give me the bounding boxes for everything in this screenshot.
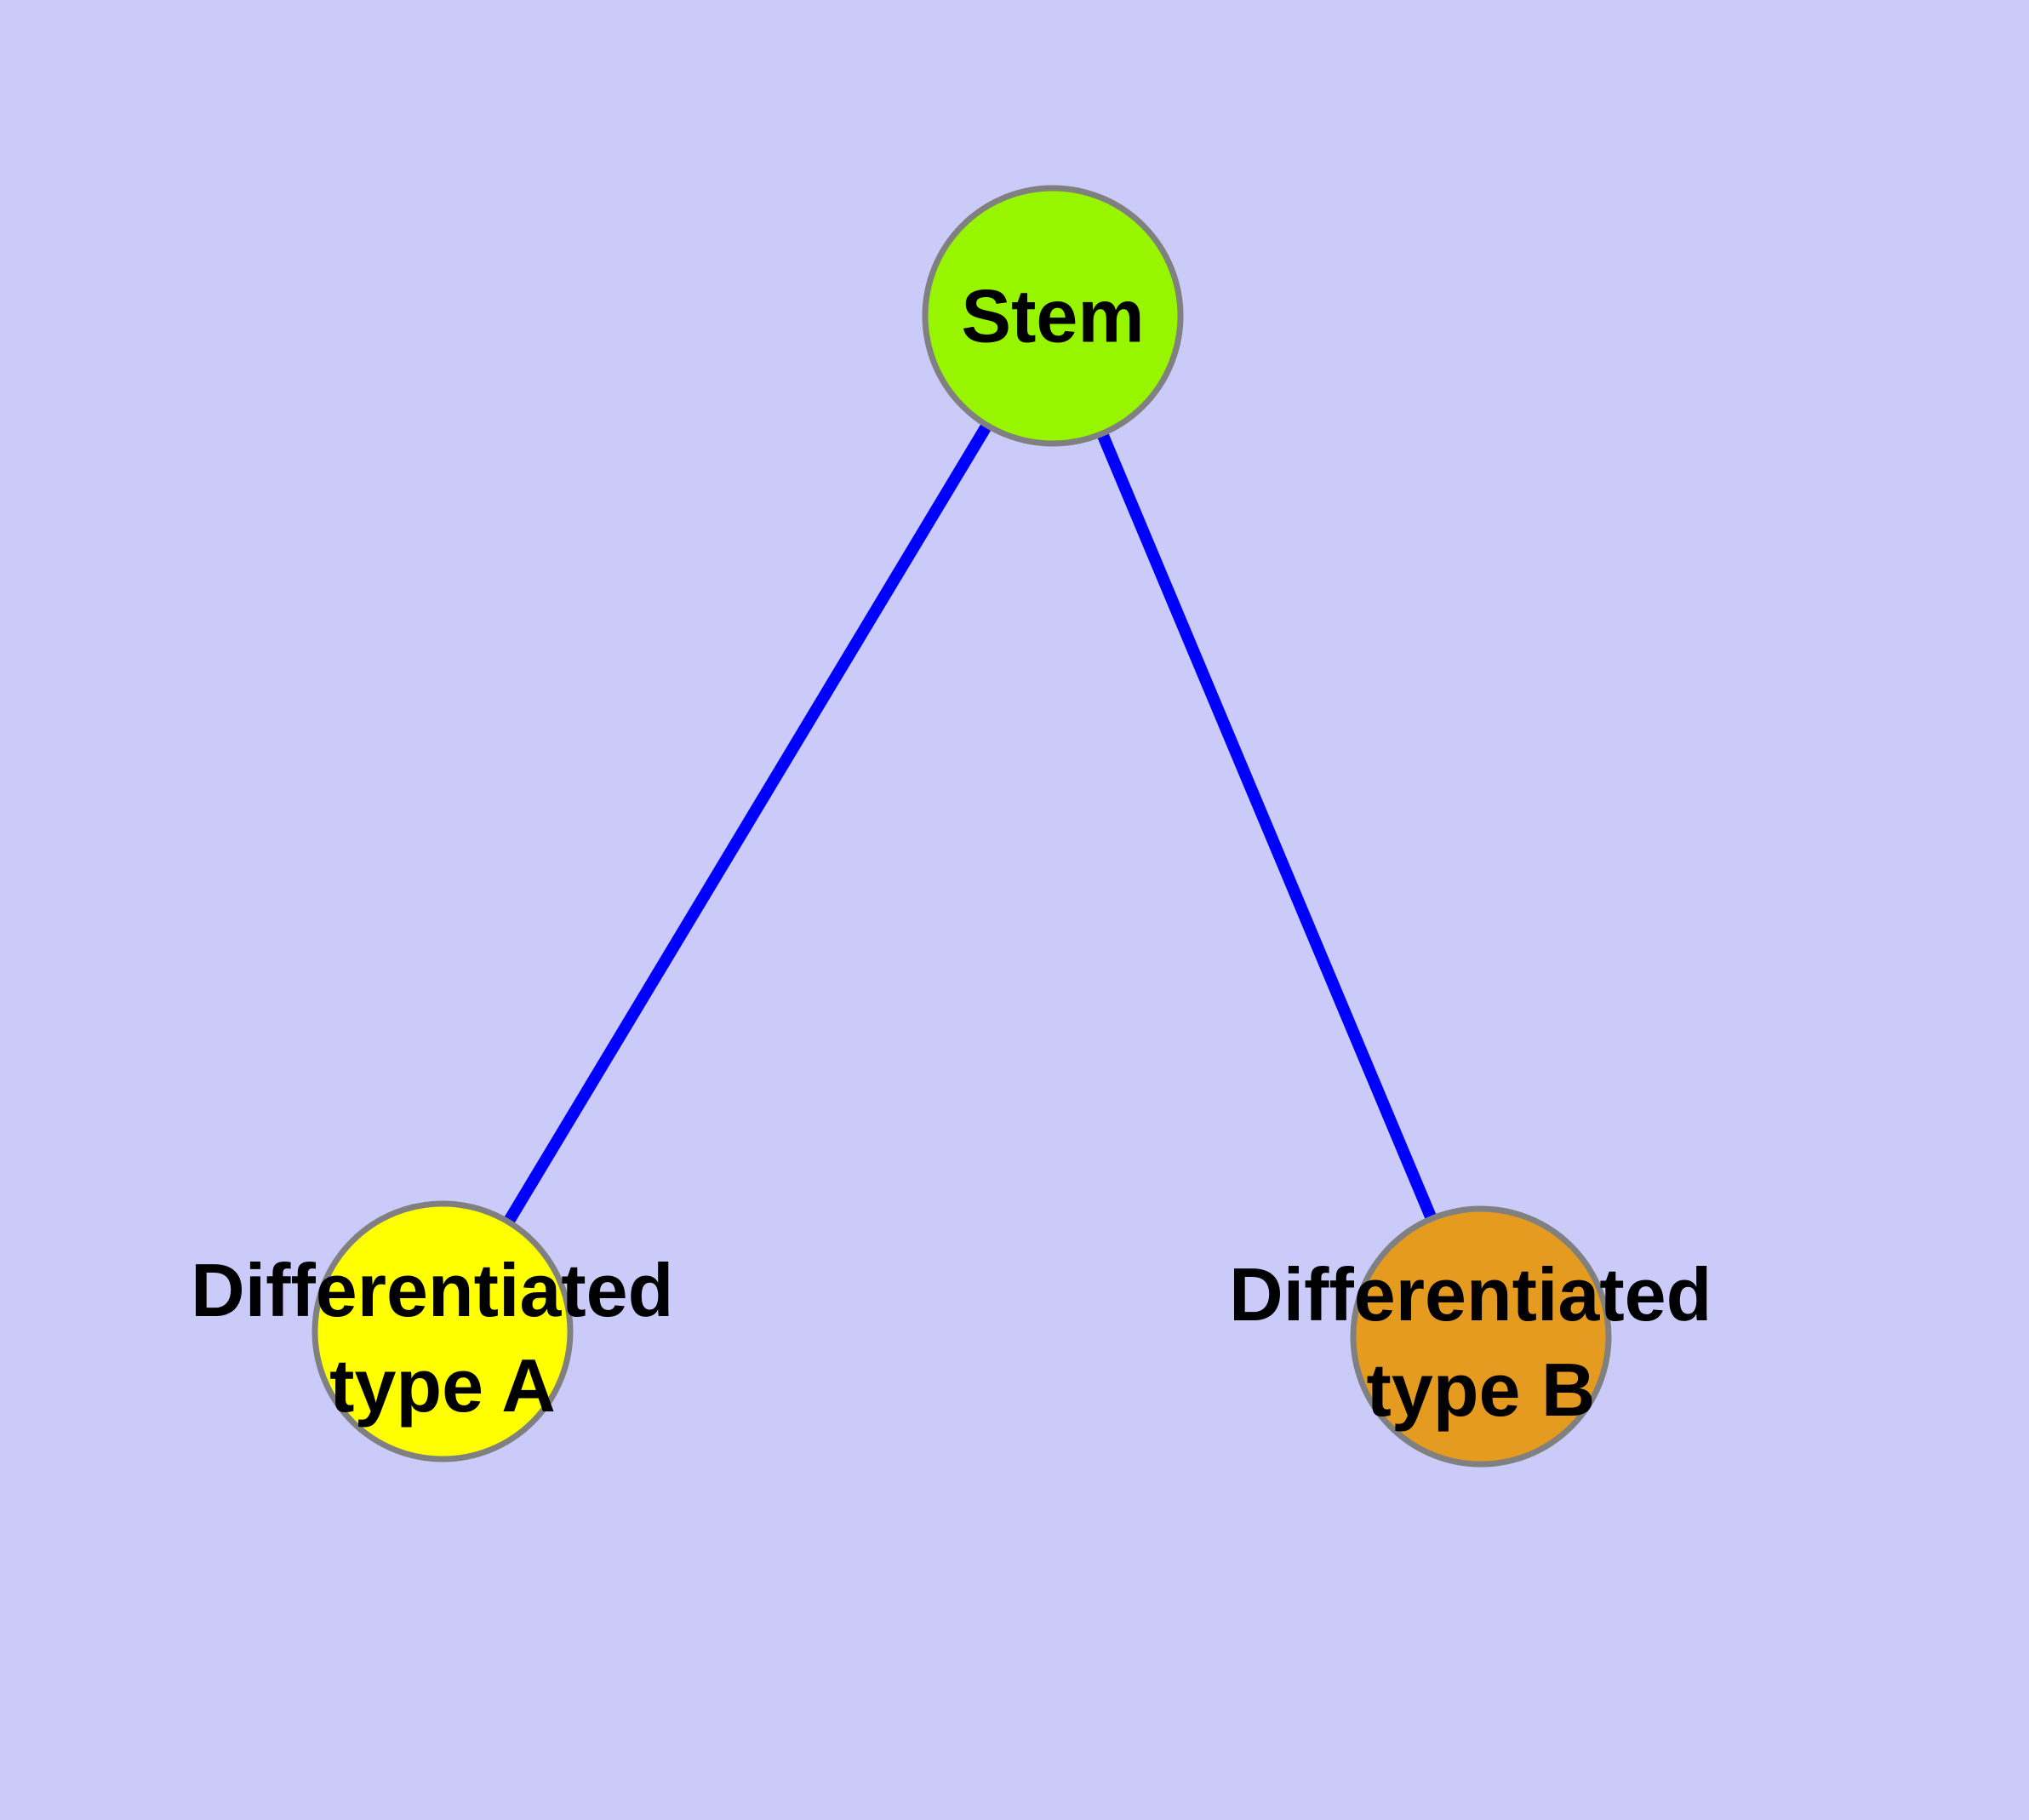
- edge-stem-to-type-a: [437, 312, 1058, 1335]
- node-type-a-circle: [311, 1200, 574, 1462]
- node-type-b-label-line2: type B: [1367, 1348, 1596, 1432]
- node-stem-circle: [922, 185, 1184, 447]
- node-type-b-circle: [1350, 1205, 1612, 1468]
- node-type-b-label: Differentiated type B: [1229, 1252, 1733, 1432]
- node-type-a-label-line1: Differentiated: [191, 1248, 673, 1332]
- node-type-a-label-line2: type A: [329, 1343, 556, 1428]
- edge-stem-to-type-b: [1047, 313, 1487, 1339]
- node-type-a-label: Differentiated type A: [191, 1248, 694, 1428]
- node-stem-label: Stem: [961, 274, 1144, 358]
- node-type-b-label-line1: Differentiated: [1229, 1252, 1712, 1336]
